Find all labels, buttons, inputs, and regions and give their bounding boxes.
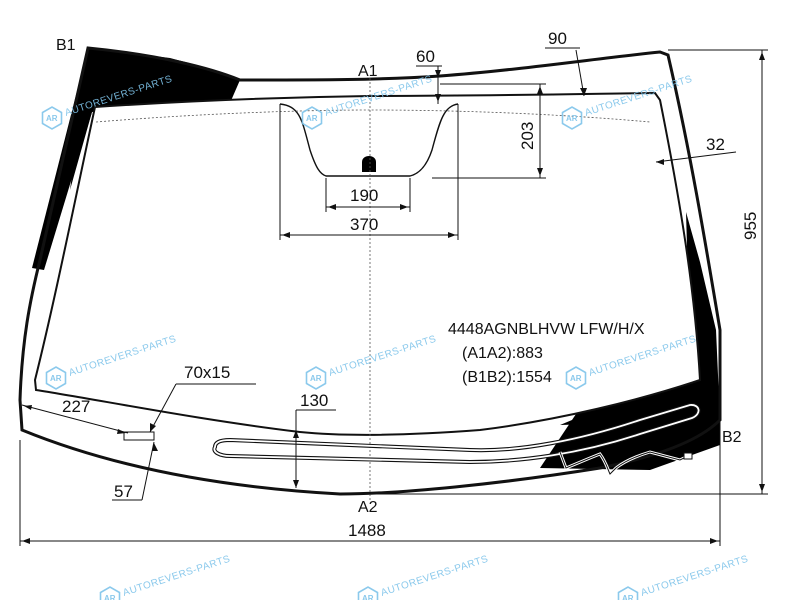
top-left-ceramic-band — [70, 48, 240, 190]
watermark-logo-icon — [41, 106, 63, 130]
shade-band-dotted-line — [95, 109, 651, 123]
dim-190: 190 — [350, 186, 378, 205]
camera-bracket — [362, 156, 376, 172]
part-info-block: 4448AGNBLHVW LFW/H/X (A1A2):883 (B1B2):1… — [448, 321, 645, 386]
wiper-heater-loop-inner — [213, 404, 700, 463]
watermark-logo-text: AR — [50, 374, 62, 383]
watermark-logo-text: AR — [570, 374, 582, 383]
watermark-logo-icon — [45, 366, 67, 390]
watermark-logo-text: AR — [310, 374, 322, 383]
watermark-logo-text: AR — [566, 114, 578, 123]
watermark-text: AUTOREVERS-PARTS — [640, 554, 750, 599]
watermark: AR AUTOREVERS-PARTS — [99, 554, 232, 600]
watermark-logo-icon — [305, 366, 327, 390]
part-b1b2: (B1B2):1554 — [462, 369, 552, 386]
watermark-logo-text: AR — [362, 594, 374, 600]
dim-227: 227 — [62, 397, 90, 416]
heater-connector-wires-outline — [559, 451, 689, 475]
watermark-logo-icon — [561, 106, 583, 130]
watermark-logo-icon — [99, 586, 121, 600]
watermark: AR AUTOREVERS-PARTS — [357, 554, 490, 600]
point-label-a1: A1 — [358, 63, 378, 80]
dim-1488: 1488 — [348, 521, 386, 540]
watermark-logo-icon — [617, 586, 639, 600]
watermark-text: AUTOREVERS-PARTS — [122, 554, 232, 599]
watermark: AR AUTOREVERS-PARTS — [617, 554, 750, 600]
dim-203: 203 — [518, 122, 537, 150]
dim-57: 57 — [114, 482, 133, 501]
watermark-logo-text: AR — [622, 594, 634, 600]
dimension-values: 60 90 203 32 955 190 370 70x15 227 130 5… — [62, 29, 760, 540]
watermark-logo-icon — [565, 366, 587, 390]
heater-terminal — [683, 452, 693, 460]
dim-32: 32 — [706, 135, 725, 154]
dim-370: 370 — [350, 215, 378, 234]
glass-inner-contour — [33, 91, 702, 436]
dim-90: 90 — [548, 29, 567, 48]
part-code: 4448AGNBLHVW LFW/H/X — [448, 321, 645, 338]
point-label-a2: A2 — [358, 499, 378, 516]
part-a1a2: (A1A2):883 — [462, 345, 543, 362]
point-label-b2: B2 — [722, 429, 742, 446]
dim-955: 955 — [741, 212, 760, 240]
watermark-text: AUTOREVERS-PARTS — [380, 554, 490, 599]
dim-60: 60 — [416, 47, 435, 66]
dim-130: 130 — [300, 391, 328, 410]
watermark-logo-text: AR — [104, 594, 116, 600]
dimension-arrowheads — [22, 52, 765, 544]
watermark-logo-text: AR — [306, 114, 318, 123]
watermark-logo-icon — [357, 586, 379, 600]
watermark-logo-text: AR — [46, 114, 58, 123]
watermark-logo-icon — [301, 106, 323, 130]
point-label-b1: B1 — [56, 37, 76, 54]
label-position-marker — [123, 431, 155, 441]
sensor-area-contour — [279, 103, 459, 177]
dim-70x15: 70x15 — [184, 363, 230, 382]
